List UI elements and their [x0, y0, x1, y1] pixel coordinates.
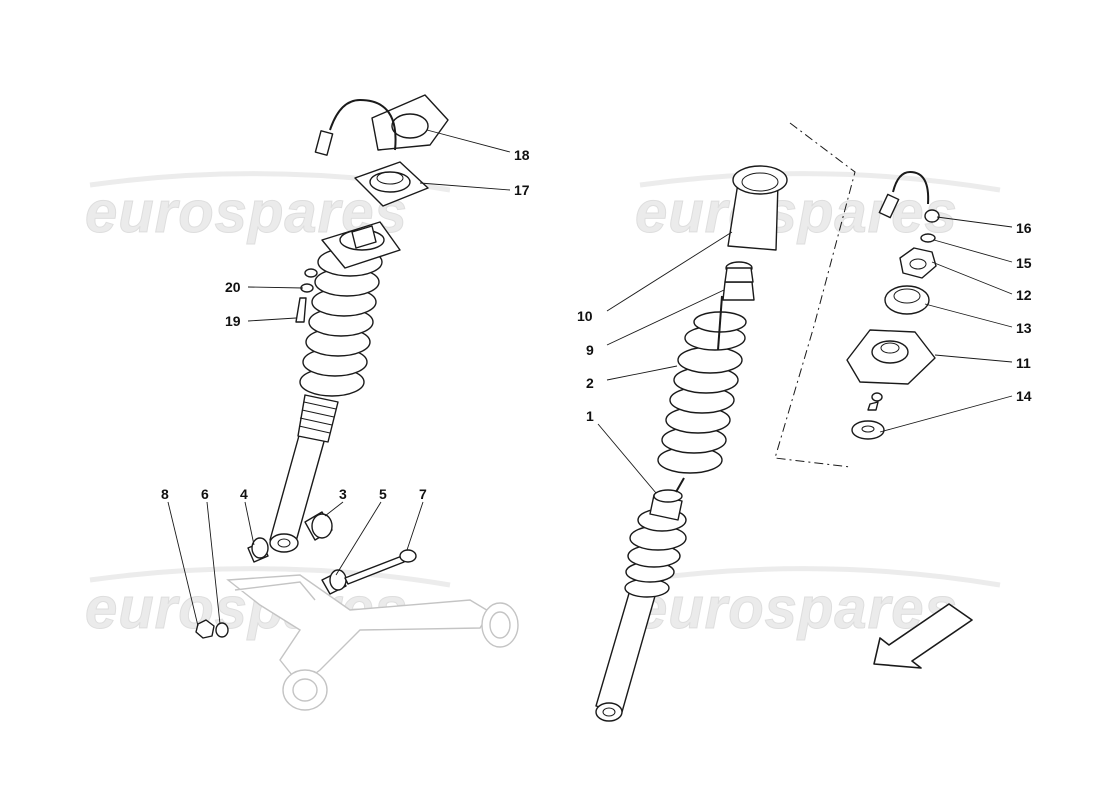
upper-mount-plate	[371, 94, 449, 151]
right-callouts: 10 9 2 1 16 15 12 13 11 14	[577, 220, 1032, 424]
top-mount-bearing	[354, 161, 429, 207]
castle-nut	[899, 247, 937, 279]
right-shock-absorber	[595, 477, 687, 722]
right-assembly: 10 9 2 1 16 15 12 13 11 14	[577, 122, 1032, 722]
left-leaders	[167, 129, 511, 627]
callout-13: 13	[1016, 320, 1032, 336]
sensor-connector-icon	[314, 98, 397, 156]
watermark-top-left: eurospares	[85, 180, 408, 245]
dust-boot	[727, 165, 788, 251]
callout-18: 18	[514, 147, 530, 163]
callout-20: 20	[225, 279, 241, 295]
watermarks: eurospares eurospares eurospares eurospa…	[85, 171, 1001, 642]
callout-1: 1	[586, 408, 594, 424]
front-direction-arrow-icon	[873, 603, 973, 669]
left-assembly: 18 17 20 19 8 6 4 3 5 7	[161, 94, 530, 711]
nut-16	[924, 209, 940, 223]
clip	[867, 401, 879, 411]
callout-10: 10	[577, 308, 593, 324]
callout-6: 6	[201, 486, 209, 502]
watermark-bottom-right: eurospares	[635, 576, 958, 641]
callout-2: 2	[586, 375, 594, 391]
bushings-left	[247, 511, 347, 595]
left-shock-absorber	[269, 394, 339, 553]
callout-17: 17	[514, 182, 530, 198]
sensor-connector-icon	[878, 170, 930, 219]
nut-washer	[195, 619, 229, 639]
left-callouts: 18 17 20 19 8 6 4 3 5 7	[161, 147, 530, 502]
assembly-frame	[774, 122, 856, 468]
watermark-top-right: eurospares	[635, 180, 958, 245]
lower-control-arm	[226, 574, 519, 711]
callout-7: 7	[419, 486, 427, 502]
right-coil-spring	[657, 295, 747, 474]
bump-stop	[722, 261, 755, 301]
callout-12: 12	[1016, 287, 1032, 303]
callout-19: 19	[225, 313, 241, 329]
right-leaders	[597, 216, 1013, 494]
top-mount	[846, 329, 936, 385]
callout-3: 3	[339, 486, 347, 502]
callout-16: 16	[1016, 220, 1032, 236]
bolt	[344, 549, 417, 585]
callout-8: 8	[161, 486, 169, 502]
callout-15: 15	[1016, 255, 1032, 271]
callout-14: 14	[1016, 388, 1032, 404]
left-coil-spring	[299, 221, 401, 397]
spring-seat	[884, 285, 930, 315]
small-washer	[871, 392, 883, 402]
lower-washer	[851, 420, 885, 440]
callout-5: 5	[379, 486, 387, 502]
callout-9: 9	[586, 342, 594, 358]
callout-4: 4	[240, 486, 248, 502]
screw-washer-set	[295, 268, 318, 323]
callout-11: 11	[1016, 355, 1031, 371]
washer-15	[920, 233, 936, 243]
